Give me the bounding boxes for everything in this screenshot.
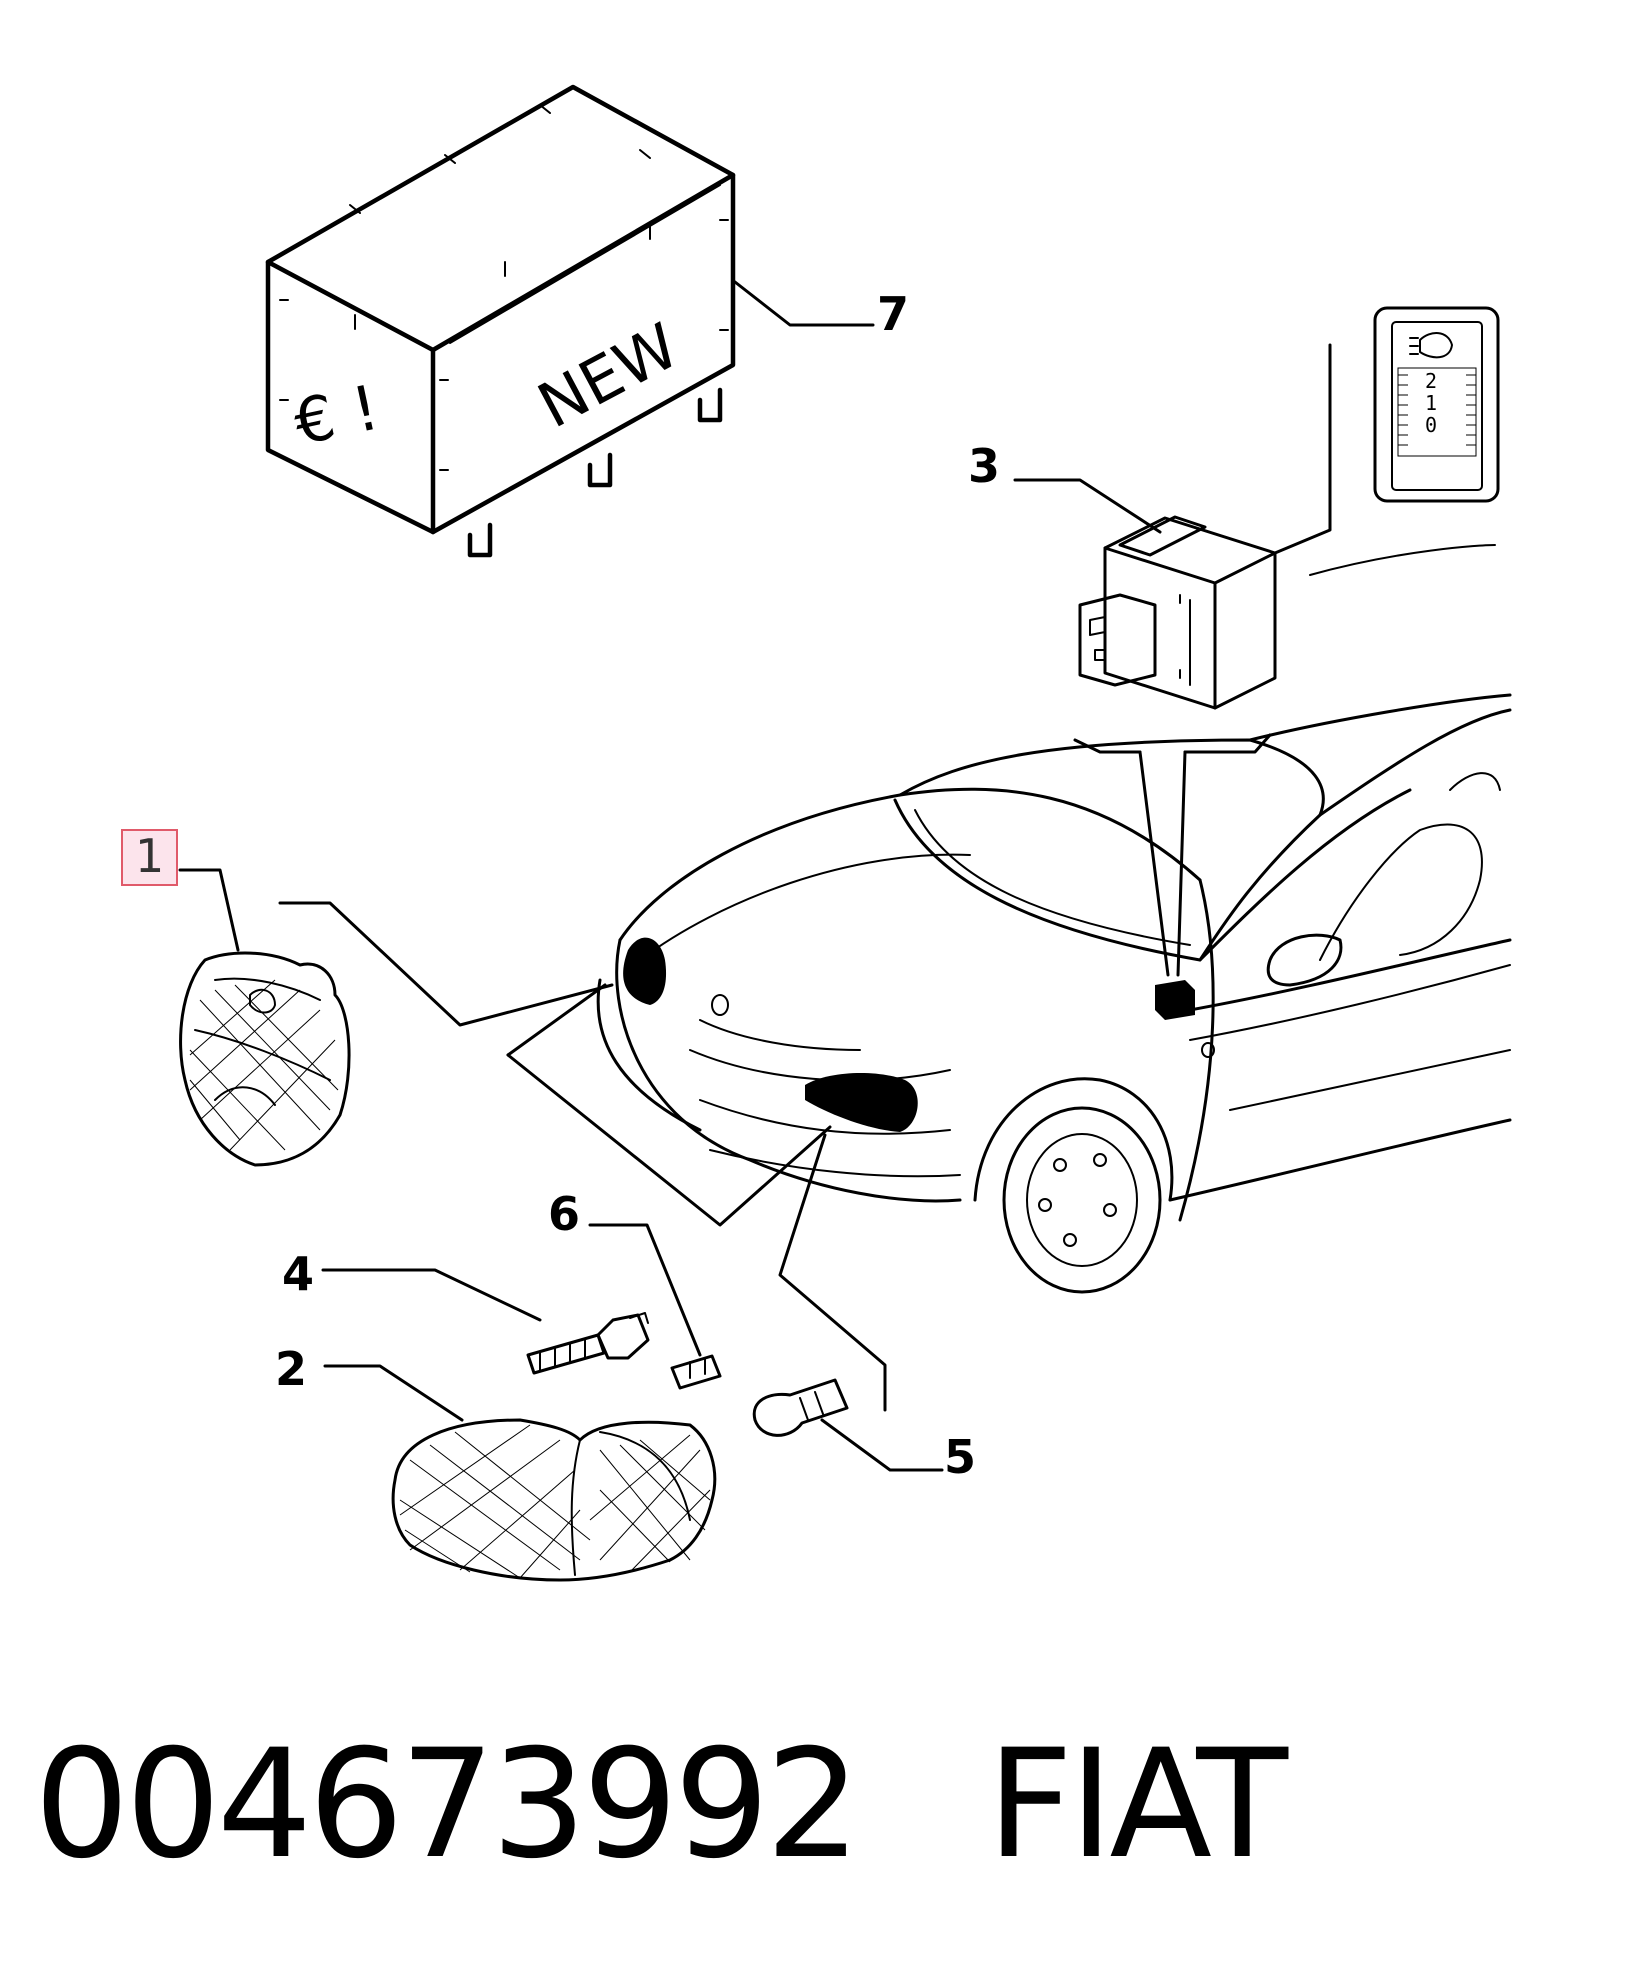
callout-6[interactable]: 6 <box>548 1187 580 1241</box>
switch-scale-1: 1 <box>1425 391 1437 415</box>
footer-caption: 004673992 FIAT <box>34 1715 1288 1895</box>
callout-1-highlight <box>121 829 178 886</box>
leader-lines <box>178 733 1272 1472</box>
new-parts-crate: € ! NEW <box>265 84 736 558</box>
callout-4[interactable]: 4 <box>282 1247 314 1301</box>
callout-3[interactable]: 3 <box>968 439 1000 493</box>
callout-1-label: 1 <box>135 829 164 883</box>
callout-2[interactable]: 2 <box>275 1342 307 1396</box>
headlight-adjust-switch-part-3 <box>1078 515 1277 710</box>
car-body-outline <box>596 693 1512 1294</box>
bulb-part-6 <box>670 1354 722 1390</box>
callout-1[interactable]: 1 <box>121 829 178 886</box>
brand-name: FIAT <box>986 1718 1288 1892</box>
bulb-part-5 <box>752 1378 849 1437</box>
switch-panel-inset: 2 1 0 <box>1373 306 1500 503</box>
part-number: 004673992 <box>34 1718 861 1892</box>
crate-euro-mark: € ! <box>288 371 385 460</box>
switch-scale-2: 2 <box>1425 369 1437 393</box>
bulb-part-4 <box>526 1312 650 1375</box>
switch-scale-0: 0 <box>1425 413 1437 437</box>
crate-new-label: NEW <box>526 309 690 442</box>
headlamp-assembly-part-2 <box>391 1418 717 1582</box>
callout-7[interactable]: 7 <box>877 287 909 341</box>
callout-5[interactable]: 5 <box>944 1430 976 1484</box>
headlamp-assembly-part-1 <box>179 951 351 1167</box>
